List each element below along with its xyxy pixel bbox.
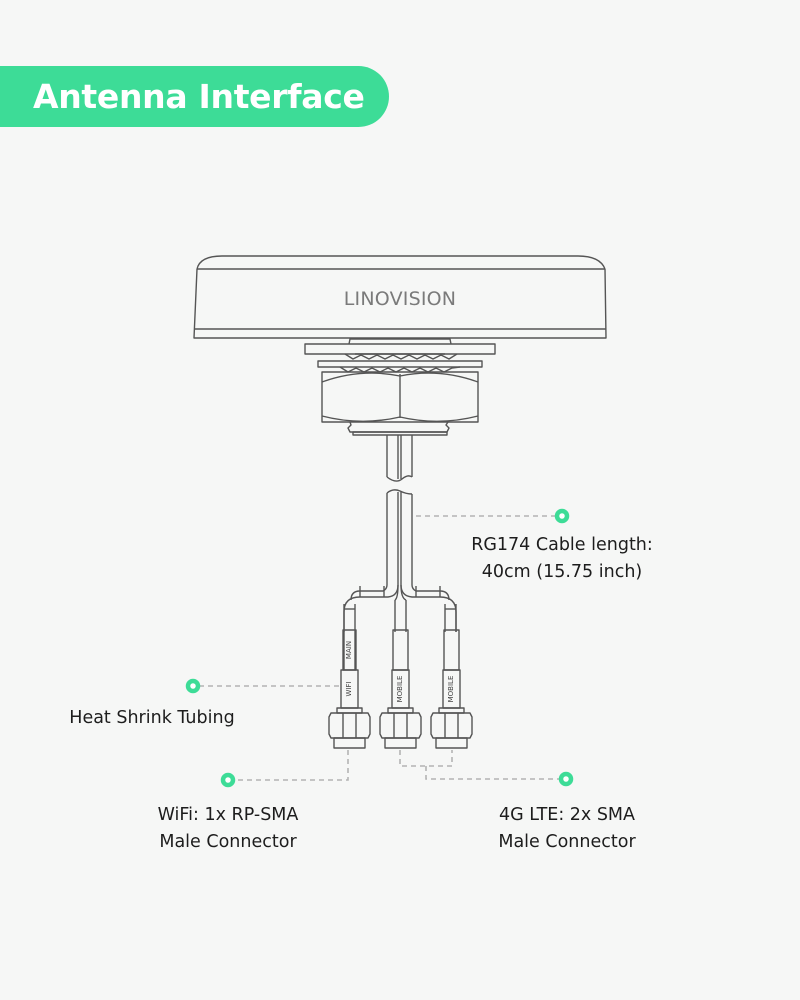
page-title: Antenna Interface	[33, 77, 365, 116]
heat-shrink-marker	[185, 678, 201, 694]
lte-connector-marker	[558, 771, 574, 787]
tag-mobile-1: MOBILE	[396, 675, 404, 703]
wifi-connector-callout-line1: WiFi: 1x RP-SMA	[157, 805, 299, 825]
tag-mobile-2: MOBILE	[447, 675, 455, 703]
mobile-lead-1	[379, 629, 422, 749]
cable-callout-line1: RG174 Cable length:	[471, 535, 653, 555]
antenna-housing	[193, 255, 607, 339]
lte-connector-callout: 4G LTE: 2x SMA Male Connector	[467, 802, 667, 856]
hex-nut	[321, 371, 479, 436]
cable-upper	[386, 435, 413, 482]
tag-wifi: WIFI	[345, 681, 353, 697]
lte-connector-callout-line2: Male Connector	[498, 832, 636, 852]
lte-connector-callout-line1: 4G LTE: 2x SMA	[498, 805, 636, 825]
lte-leader-line	[399, 750, 560, 780]
mobile-lead-2	[430, 629, 473, 749]
mount-base	[304, 338, 496, 373]
title-banner: Antenna Interface	[0, 66, 389, 127]
cable-callout-line2: 40cm (15.75 inch)	[481, 562, 643, 582]
tag-main: MAIN	[345, 640, 353, 660]
wifi-leader-line	[234, 750, 349, 781]
heat-shrink-callout: Heat Shrink Tubing	[52, 705, 252, 732]
cable-marker	[554, 508, 570, 524]
cable-branches	[343, 584, 457, 632]
wifi-connector-callout: WiFi: 1x RP-SMA Male Connector	[128, 802, 328, 856]
wifi-connector-callout-line2: Male Connector	[159, 832, 297, 852]
wifi-lead	[328, 629, 371, 749]
cable-lower	[386, 489, 413, 585]
brand-logo: LINOVISION	[343, 288, 457, 310]
cable-callout: RG174 Cable length: 40cm (15.75 inch)	[462, 532, 662, 586]
heat-shrink-callout-line1: Heat Shrink Tubing	[69, 708, 235, 728]
wifi-connector-marker	[220, 772, 236, 788]
